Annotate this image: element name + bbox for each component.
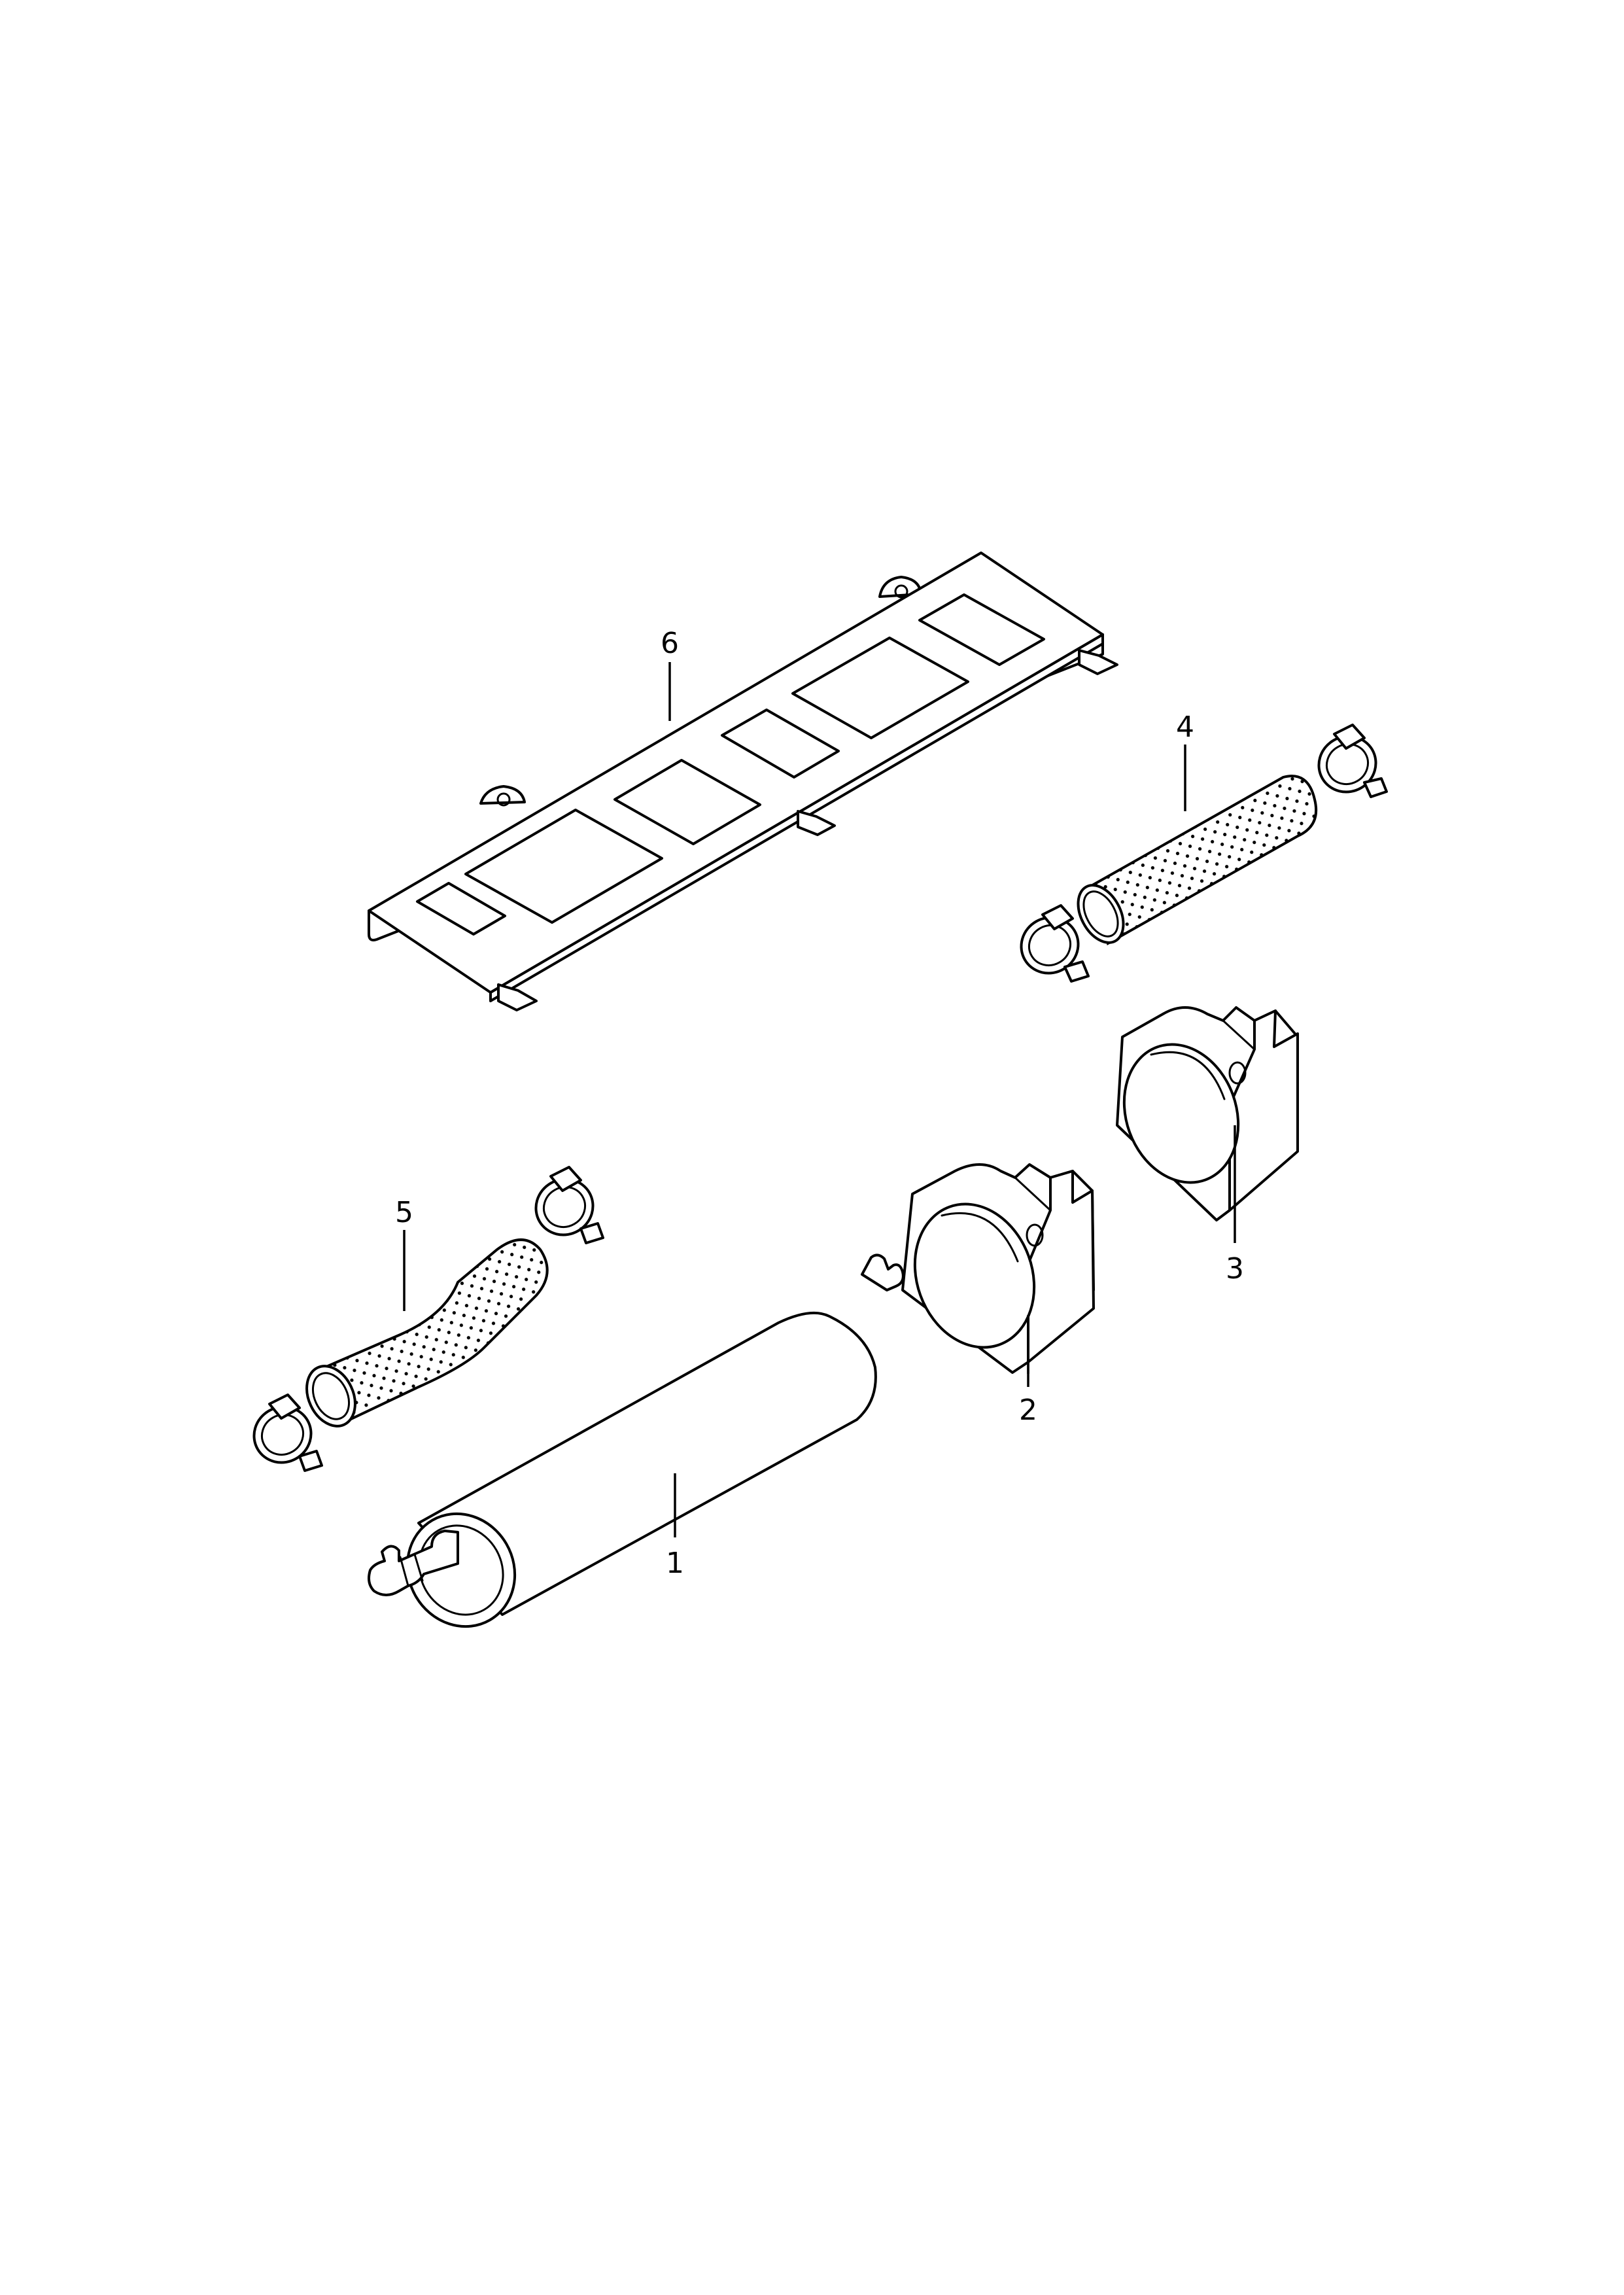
- hose-clamp-icon: [1317, 724, 1388, 798]
- hose-clamp-icon: [534, 1166, 604, 1244]
- filter-holder-small-part-2: [901, 1163, 1095, 1374]
- callout-part-4: 4: [1176, 710, 1194, 744]
- mounting-bracket-part-6: [368, 552, 1118, 1011]
- leader-lines: [403, 662, 1236, 1537]
- callout-part-6: 6: [661, 627, 679, 660]
- callout-part-1: 1: [666, 1547, 684, 1580]
- callout-part-3: 3: [1226, 1252, 1244, 1286]
- filter-holder-large-part-3: [1116, 1006, 1299, 1221]
- hose-clamp-icon: [1020, 904, 1090, 983]
- callout-part-2: 2: [1019, 1393, 1037, 1427]
- straight-hose-part-4: [1020, 724, 1388, 983]
- bent-hose-part-5: [252, 1166, 604, 1472]
- callout-part-5: 5: [395, 1196, 413, 1229]
- fuel-filter-part-1: [368, 1253, 905, 1628]
- hose-clamp-icon: [252, 1393, 323, 1472]
